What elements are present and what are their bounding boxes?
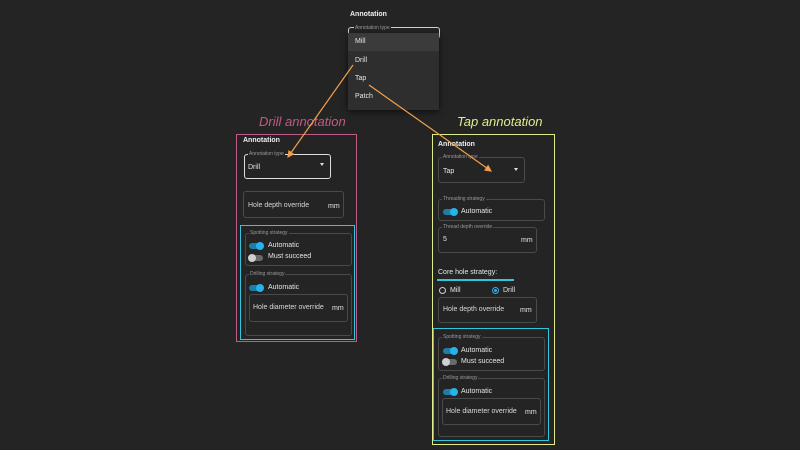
drill-spotting-label: Spotting strategy (249, 230, 289, 236)
tap-arrow (368, 84, 492, 172)
tap-hole-depth-unit: mm (520, 307, 532, 314)
tap-threading-label: Threading strategy (442, 196, 486, 202)
tap-annotation-type-value: Tap (443, 168, 455, 175)
drill-spotting-automatic-label: Automatic (268, 242, 300, 249)
drill-hole-depth-unit: mm (328, 203, 340, 210)
drill-spotting-must-succeed-toggle[interactable] (248, 254, 263, 262)
drill-hole-diameter-unit: mm (332, 305, 344, 312)
drill-annotation-type-value: Drill (248, 164, 261, 171)
tap-threading-automatic-toggle[interactable] (443, 208, 458, 216)
drill-hole-diameter-input[interactable] (249, 294, 348, 322)
drill-arrow (287, 64, 354, 158)
tap-thread-depth-label: Thread depth override (442, 224, 494, 230)
tap-core-hole-radio-mill[interactable] (439, 287, 446, 294)
drill-hole-depth-placeholder: Hole depth override (248, 202, 310, 209)
menu-item-mill[interactable]: Mill (348, 33, 439, 51)
annotation-type-menu: Mill Drill Tap Patch (348, 33, 439, 110)
drill-highlight-frame (240, 225, 355, 340)
drill-drilling-automatic-toggle[interactable] (249, 284, 264, 292)
tap-threading-group (438, 199, 545, 221)
drill-annotation-title: Annotation (243, 137, 280, 144)
tap-hole-depth-input[interactable] (438, 297, 537, 323)
tap-annotation-title: Annotation (438, 141, 475, 148)
menu-item-tap[interactable]: Tap (355, 75, 367, 82)
tap-hole-depth-placeholder: Hole depth override (443, 306, 505, 313)
tap-drilling-automatic-label: Automatic (461, 388, 493, 395)
tap-drilling-automatic-toggle[interactable] (443, 388, 458, 396)
drill-annotation-type-label: Annotation type (248, 151, 285, 157)
drill-hole-depth-input[interactable] (243, 191, 344, 218)
annotation-type-label: Annotation type (354, 25, 391, 31)
top-annotation-title: Annotation (350, 11, 387, 18)
drill-spotting-group (245, 233, 352, 266)
tap-panel-frame (432, 134, 555, 445)
drill-drilling-automatic-label: Automatic (268, 284, 300, 291)
tap-spotting-automatic-label: Automatic (461, 347, 493, 354)
drill-annotation-heading: Drill annotation (259, 114, 346, 129)
chevron-down-icon (514, 168, 518, 171)
tap-annotation-heading: Tap annotation (457, 114, 543, 129)
drill-annotation-type-select[interactable] (244, 154, 331, 179)
tap-core-hole-radio-drill[interactable] (492, 287, 499, 294)
tap-spotting-must-succeed-label: Must succeed (461, 358, 505, 365)
drill-spotting-automatic-toggle[interactable] (249, 242, 264, 250)
tap-spotting-label: Spotting strategy (442, 334, 482, 340)
chevron-down-icon (320, 163, 324, 166)
tap-threading-automatic-label: Automatic (461, 208, 493, 215)
menu-item-patch[interactable]: Patch (355, 93, 373, 100)
tap-spotting-must-succeed-toggle[interactable] (442, 358, 457, 366)
menu-item-drill[interactable]: Drill (355, 57, 368, 64)
tap-annotation-type-select[interactable] (438, 157, 525, 183)
tap-highlight-frame (433, 328, 549, 441)
tap-thread-depth-value: 5 (443, 236, 447, 243)
tap-drilling-label: Drilling strategy (442, 375, 479, 381)
drill-spotting-must-succeed-label: Must succeed (268, 253, 312, 260)
drill-panel-frame (236, 134, 357, 342)
tap-core-hole-drill-label: Drill (503, 287, 516, 294)
tap-core-hole-underline (437, 279, 514, 281)
tap-hole-diameter-unit: mm (525, 409, 537, 416)
drill-drilling-label: Drilling strategy (249, 271, 286, 277)
tap-spotting-automatic-toggle[interactable] (443, 347, 458, 355)
tap-hole-diameter-placeholder: Hole diameter override (446, 408, 517, 415)
tap-core-hole-label: Core hole strategy: (438, 269, 498, 276)
drill-hole-diameter-placeholder: Hole diameter override (253, 304, 324, 311)
tap-core-hole-mill-label: Mill (450, 287, 461, 294)
tap-hole-diameter-input[interactable] (442, 398, 541, 425)
tap-annotation-type-label: Annotation type (442, 154, 479, 160)
tap-thread-depth-unit: mm (521, 237, 533, 244)
